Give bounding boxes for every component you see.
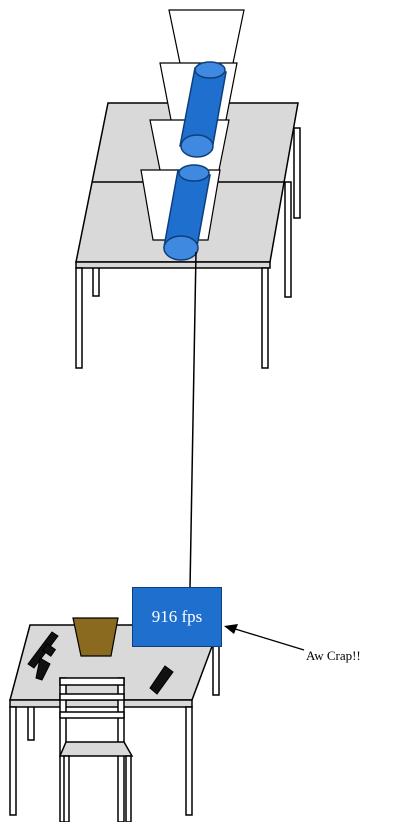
far-table-back-leg-mid — [284, 181, 292, 298]
projectile-upper — [179, 61, 227, 158]
chair-front-leg-left — [63, 755, 70, 822]
near-table-front-edge — [9, 699, 193, 708]
near-table-front-leg-right — [185, 706, 193, 816]
chair-rail-low — [59, 711, 125, 719]
projectile-lower-end — [163, 235, 199, 261]
projectile-upper-end — [180, 134, 214, 158]
chair — [58, 677, 134, 822]
far-table-front-leg-left — [75, 267, 83, 369]
far-table-back-leg-right — [293, 127, 301, 219]
far-table-front-edge — [75, 261, 271, 269]
near-table-back-leg-right — [212, 644, 220, 696]
projectile-upper-tip — [194, 61, 226, 79]
pistol-icon — [27, 631, 59, 681]
trajectory-line — [189, 251, 197, 589]
chair-seat — [58, 741, 134, 757]
speed-readout-box: 916 fps — [132, 587, 222, 647]
projectile-lower — [163, 164, 211, 261]
speed-readout-label: 916 fps — [151, 607, 203, 626]
projectile-lower-tip — [178, 164, 210, 182]
chair-front-leg-right — [125, 755, 132, 822]
callout-label: Aw Crap!! — [306, 648, 361, 663]
brown-cup — [72, 617, 119, 657]
far-table-front-leg-right — [261, 267, 269, 369]
callout-arrow — [224, 624, 305, 651]
near-table-front-leg-left — [9, 706, 17, 816]
chair-rail-top — [59, 677, 125, 686]
magazine-icon — [149, 665, 174, 695]
cup-top — [168, 9, 245, 69]
chair-rail-mid — [59, 693, 125, 701]
